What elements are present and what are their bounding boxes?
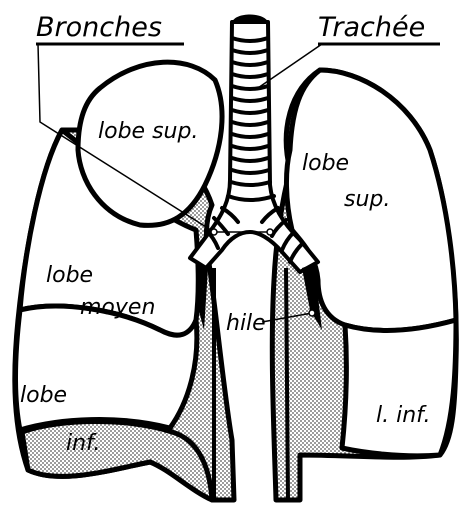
label-left-lobe-inf: l. inf. [376, 403, 431, 428]
label-lobe-moyen-line2: moyen [80, 295, 155, 320]
left-lower-lobe [342, 320, 456, 456]
label-lobe-moyen-line1: lobe [46, 263, 93, 288]
label-hile: hile [226, 311, 266, 336]
left-lung [272, 70, 456, 500]
label-right-lobe-sup: lobe sup. [98, 119, 198, 144]
label-left-lobe-sup-line1: lobe [302, 151, 349, 176]
label-right-lobe-inf-line2: inf. [66, 431, 100, 456]
trachea-opening [232, 15, 268, 23]
label-trachee: Trachée [318, 12, 425, 43]
mediastinum-line-right [286, 268, 288, 500]
label-right-lobe-inf-line1: lobe [20, 383, 67, 408]
label-left-lobe-sup-line2: sup. [344, 187, 390, 212]
label-bronches: Bronches [36, 12, 162, 43]
